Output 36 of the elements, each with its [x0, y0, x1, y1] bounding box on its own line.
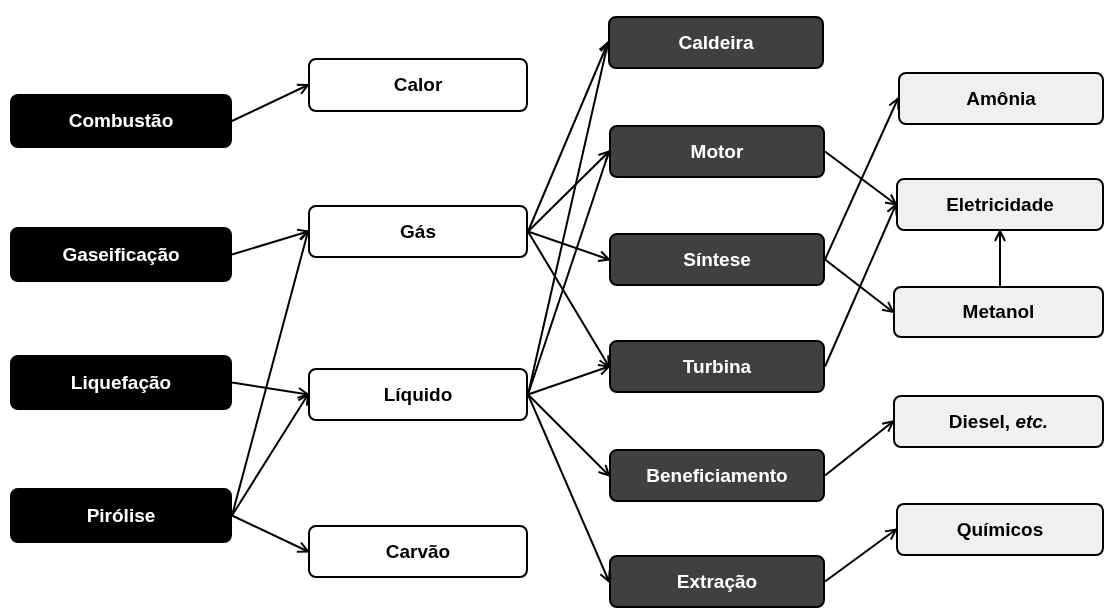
process-box: Beneficiamento	[609, 449, 825, 502]
process-box: Pirólise	[10, 488, 232, 543]
arrow	[994, 230, 1006, 287]
arrow	[527, 364, 610, 396]
process-box: Síntese	[609, 233, 825, 286]
arrow	[824, 258, 894, 313]
process-box: Metanol	[893, 286, 1104, 338]
arrow	[231, 228, 309, 256]
arrow	[527, 150, 610, 233]
arrow	[527, 230, 610, 368]
process-box: Extração	[609, 555, 825, 608]
process-box: Amônia	[898, 72, 1104, 125]
process-box: Diesel, etc.	[893, 395, 1104, 448]
process-box: Motor	[609, 125, 825, 178]
arrow	[824, 420, 894, 477]
arrow	[824, 97, 900, 261]
arrow	[527, 393, 610, 477]
arrow	[231, 83, 309, 122]
arrow	[231, 381, 309, 399]
arrow	[527, 230, 610, 262]
process-box: Caldeira	[608, 16, 824, 69]
process-box: Gás	[308, 205, 528, 258]
arrow	[824, 150, 897, 206]
process-box: Líquido	[308, 368, 528, 421]
arrow	[824, 528, 897, 583]
process-box: Carvão	[308, 525, 528, 578]
process-box: Combustão	[10, 94, 232, 148]
arrow	[231, 514, 309, 553]
process-box: Gaseificação	[10, 227, 232, 282]
process-box: Liquefação	[10, 355, 232, 410]
process-box: Químicos	[896, 503, 1104, 556]
process-box: Turbina	[609, 340, 825, 393]
arrow	[231, 393, 309, 517]
arrow	[824, 203, 898, 368]
process-box: Eletricidade	[896, 178, 1104, 231]
process-box: Calor	[308, 58, 528, 112]
